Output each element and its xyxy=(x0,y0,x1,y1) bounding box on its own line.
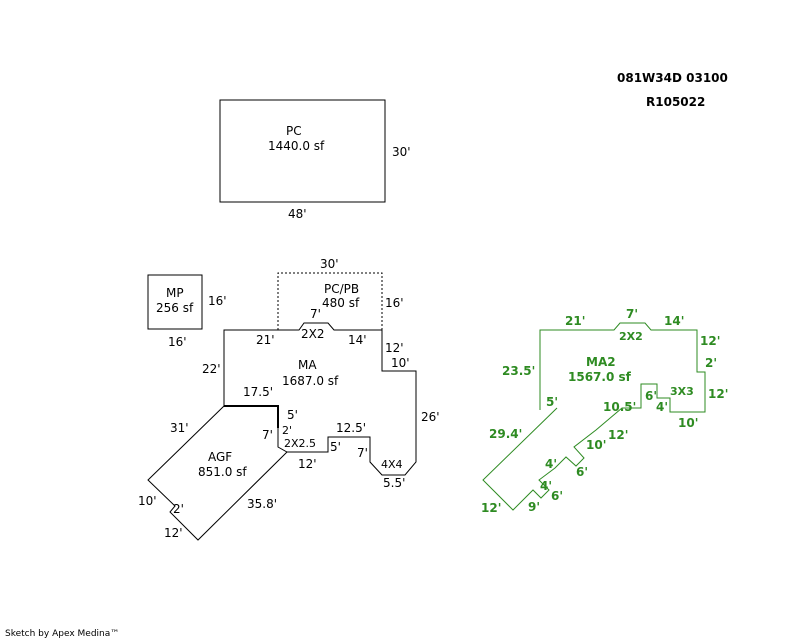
pcpb-dim-top: 30' xyxy=(320,257,339,271)
map-id: 081W34D 03100 xyxy=(617,71,728,85)
ma-dim-d: 26' xyxy=(421,410,440,424)
mp-area: 256 sf xyxy=(156,301,194,315)
pcpb-dim-left: 21' xyxy=(256,333,275,347)
ma-dim-f: 2' xyxy=(282,424,292,437)
ma2-dim-p: 29.4' xyxy=(489,427,522,441)
pc-dim-bottom: 48' xyxy=(288,207,307,221)
ma2-dim-b: 7' xyxy=(626,307,638,321)
ma2-dim-t: 4' xyxy=(540,479,552,493)
ma2-dim-m: 10' xyxy=(678,416,698,430)
agf-dim-b: 10' xyxy=(138,494,157,508)
ma2-dim-d: 14' xyxy=(664,314,684,328)
ma2-dim-f: 2' xyxy=(705,356,717,370)
ma-dim-e: 5' xyxy=(287,408,298,422)
pcpb-bump-label: 2X2 xyxy=(301,327,325,341)
mp-outline xyxy=(147,274,203,330)
ma2-dim-o: 12' xyxy=(608,428,628,442)
mp-label: MP xyxy=(166,286,184,300)
ma2-dim-c: 2X2 xyxy=(619,330,643,343)
pc-outline xyxy=(219,99,386,203)
ma2-dim-k: 3X3 xyxy=(670,385,694,398)
ma-dim-j: 12.5' xyxy=(336,421,366,435)
ma2-dim-s: 6' xyxy=(576,465,588,479)
pc-label: PC xyxy=(286,124,302,138)
mp-dim-bottom: 16' xyxy=(168,335,187,349)
ma-area: 1687.0 sf xyxy=(282,374,339,388)
ma2-label: MA2 xyxy=(586,355,616,369)
agf-dim-c: 2' xyxy=(173,502,184,516)
pc-area: 1440.0 sf xyxy=(268,139,325,153)
ma2-dim-g: 12' xyxy=(708,387,728,401)
mp-dim-right: 16' xyxy=(208,294,227,308)
agf-area: 851.0 sf xyxy=(198,465,247,479)
ma2-dim-a: 21' xyxy=(565,314,585,328)
ma-dim-i: 5' xyxy=(330,440,341,454)
ma2-outline xyxy=(482,322,706,511)
footer-credit: Sketch by Apex Medina™ xyxy=(5,629,119,639)
pcpb-dim-right-seg: 14' xyxy=(348,333,367,347)
pcpb-area: 480 sf xyxy=(322,296,360,310)
ma2-dim-i: 5' xyxy=(546,395,558,409)
ma2-dim-l: 4' xyxy=(656,400,668,414)
ma-dim-b: 10' xyxy=(391,356,410,370)
pcpb-outline xyxy=(277,272,383,330)
pcpb-bump-dim: 7' xyxy=(310,307,321,321)
account-number: R105022 xyxy=(646,95,705,109)
agf-dim-d: 12' xyxy=(164,526,183,540)
agf-dim-e: 35.8' xyxy=(247,497,277,511)
ma2-dim-v: 12' xyxy=(481,501,501,515)
ma2-dim-j: 6' xyxy=(645,389,657,403)
ma-dim-k: 7' xyxy=(357,446,368,460)
ma-dim-c: 17.5' xyxy=(243,385,273,399)
agf-dim-a: 31' xyxy=(170,421,189,435)
ma2-area: 1567.0 sf xyxy=(568,370,632,384)
ma2-dim-e: 12' xyxy=(700,334,720,348)
pcpb-label: PC/PB xyxy=(324,282,359,296)
ma-dim-m: 12' xyxy=(298,457,317,471)
ma2-dim-u: 6' xyxy=(551,489,563,503)
ma-label: MA xyxy=(298,358,317,372)
ma-dim-a: 12' xyxy=(385,341,404,355)
pcpb-dim-right: 16' xyxy=(385,296,404,310)
ma-dim-l: 4X4 xyxy=(381,458,403,471)
ma-dim-h: 2X2.5 xyxy=(284,437,316,450)
ma-dim-n: 5.5' xyxy=(383,476,405,490)
ma2-dim-q: 10' xyxy=(586,438,606,452)
ma-dim-left: 22' xyxy=(202,362,221,376)
agf-shared-edge xyxy=(224,405,279,428)
ma2-dim-r: 4' xyxy=(545,457,557,471)
ma-outline xyxy=(223,322,417,476)
pc-dim-right: 30' xyxy=(392,145,411,159)
agf-outline xyxy=(147,405,288,541)
ma2-dim-h: 23.5' xyxy=(502,364,535,378)
ma2-dim-n: 10.5' xyxy=(603,400,636,414)
agf-label: AGF xyxy=(208,450,232,464)
ma-dim-g: 7' xyxy=(262,428,273,442)
ma2-dim-w: 9' xyxy=(528,500,540,514)
